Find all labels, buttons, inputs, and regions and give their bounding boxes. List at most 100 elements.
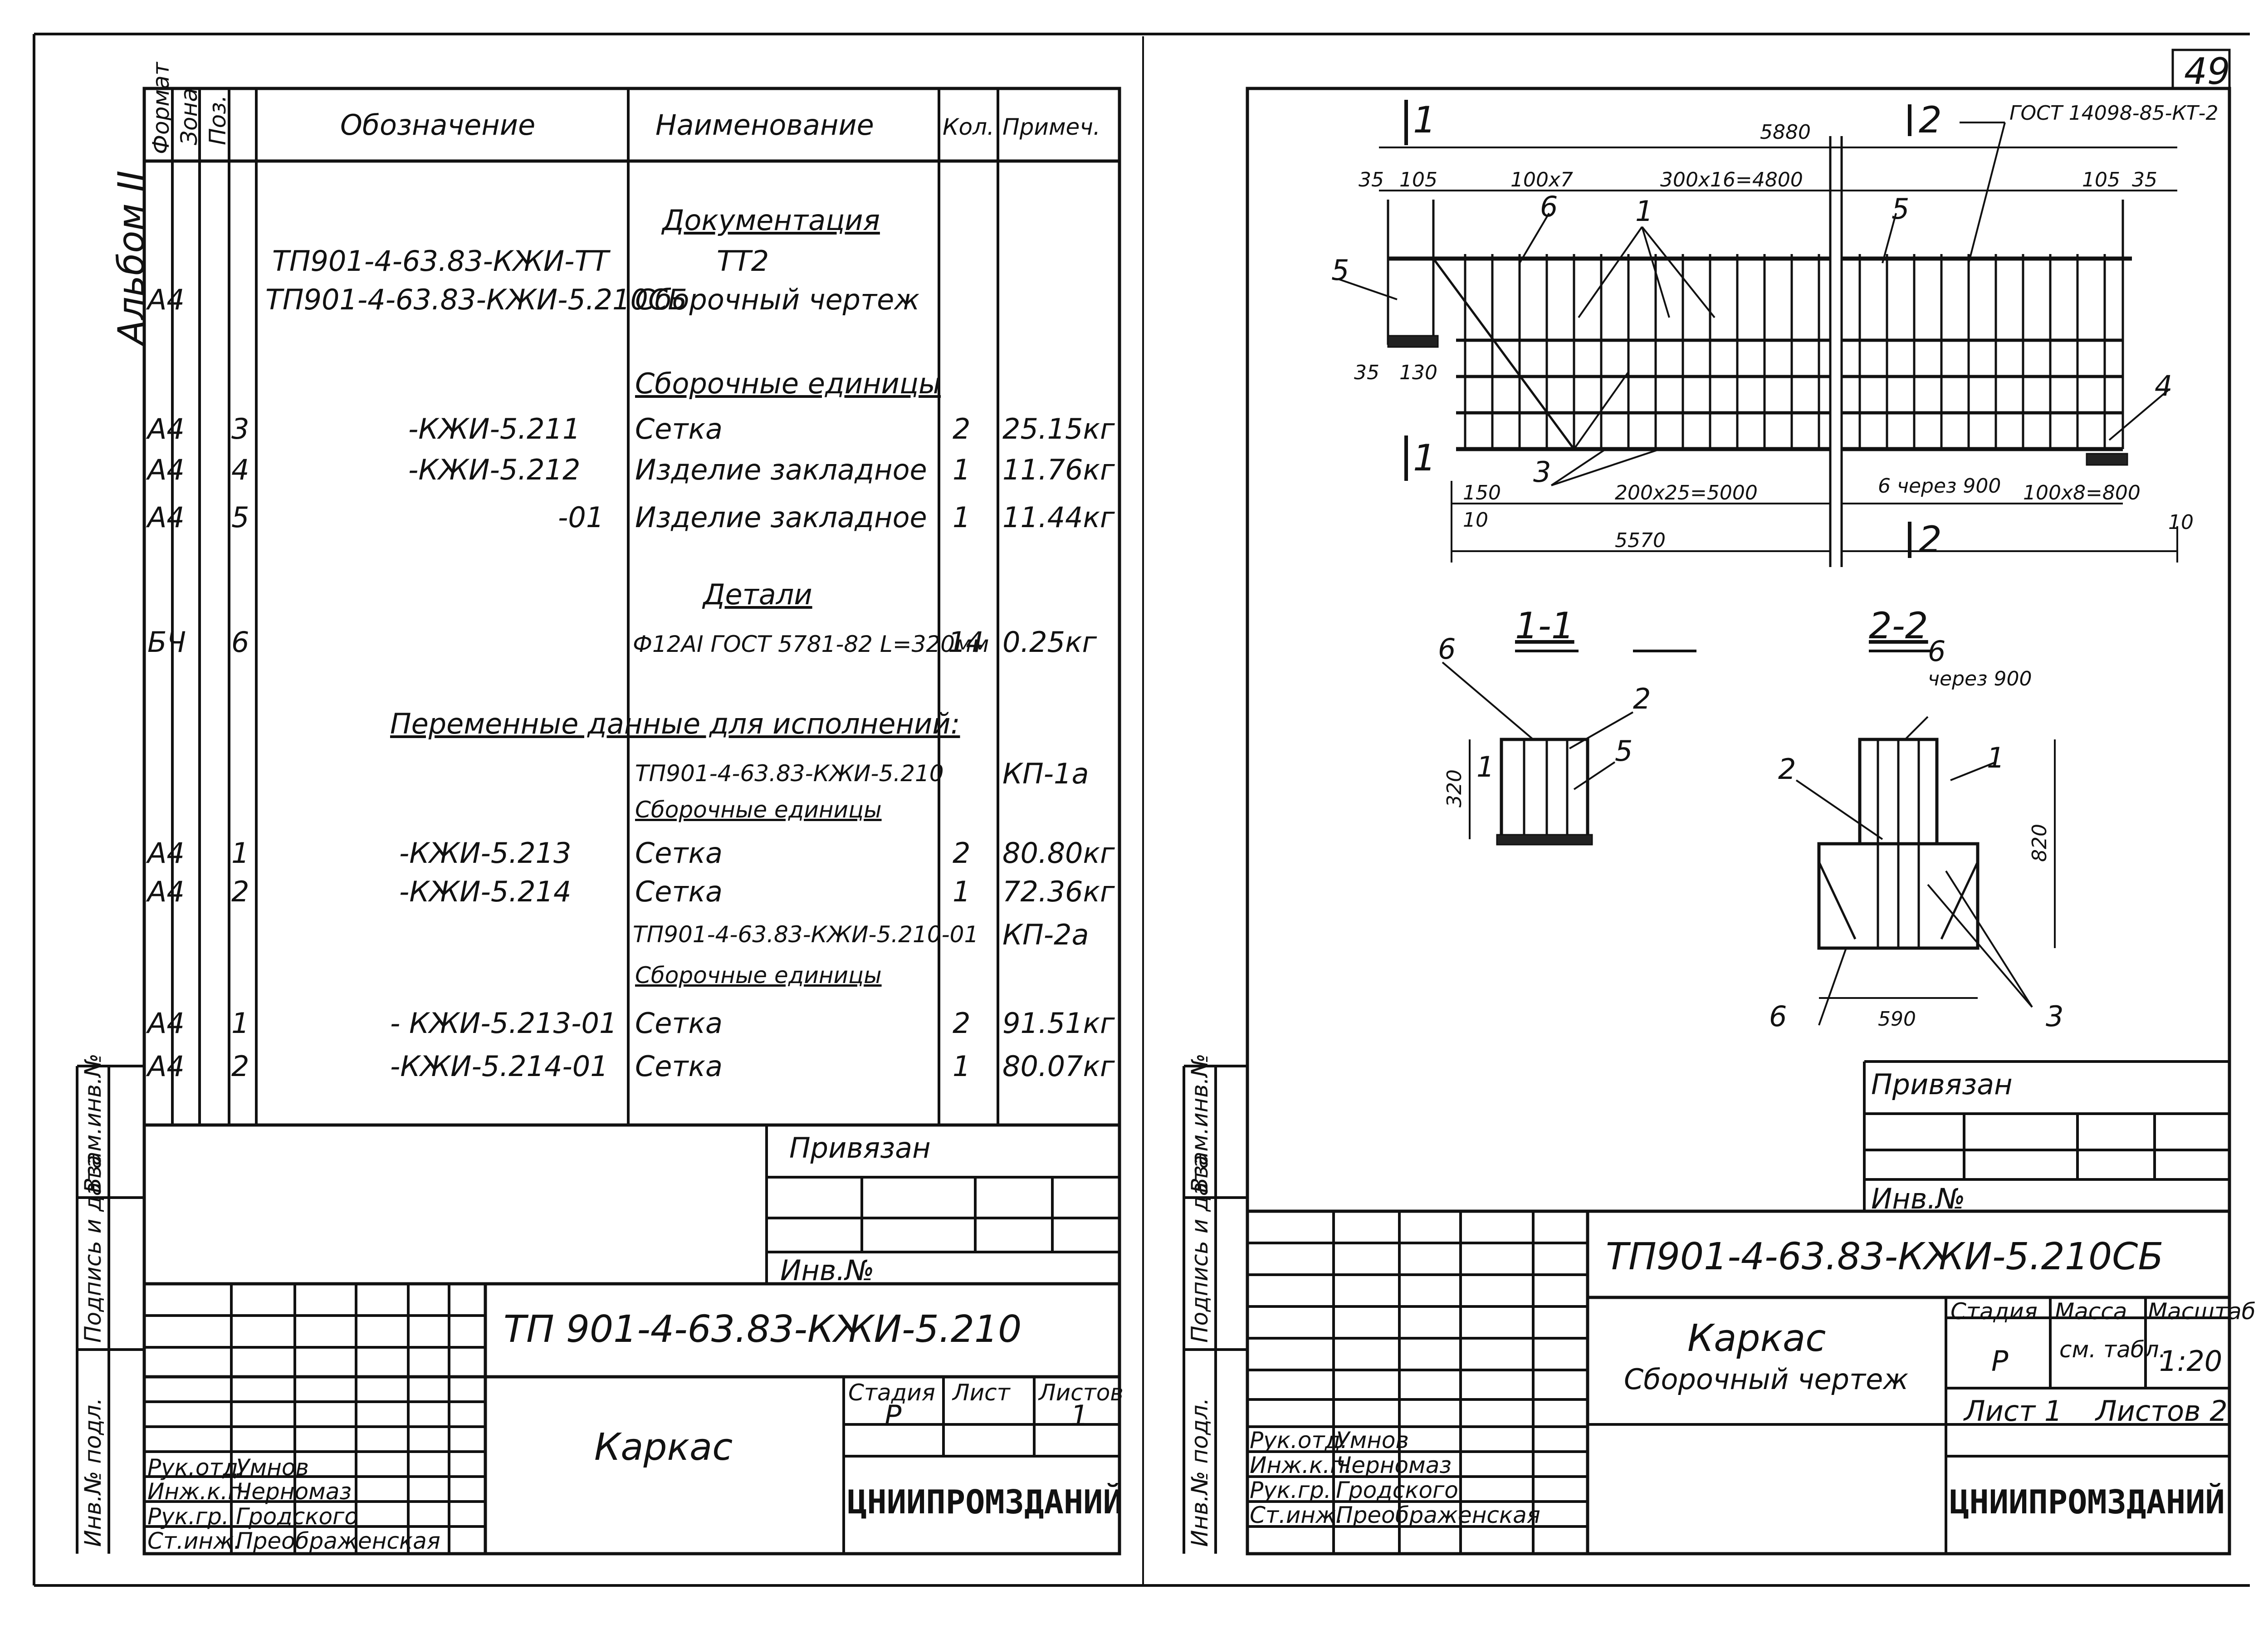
row-pos: 3	[231, 412, 249, 445]
dim-spacing2: 300х16=4800	[1660, 168, 1803, 191]
row-note: 11.44кг	[1002, 501, 1115, 534]
stamp-person: Умнов	[1336, 1427, 1409, 1453]
inv-no-label: Инв.№	[780, 1254, 875, 1287]
dim-overall-bottom: 5570	[1615, 529, 1666, 552]
row-qty: 2	[953, 1007, 971, 1040]
s22-callout-6b: 6	[1769, 1000, 1787, 1033]
dim-105-left: 105	[1399, 168, 1437, 191]
row-note: 80.07кг	[1002, 1050, 1115, 1083]
s22-dim-820: 820	[2028, 824, 2051, 862]
stamp-org: ЦНИИПРОМЗДАНИЙ	[847, 1483, 1123, 1521]
dim-105-right: 105	[2082, 168, 2120, 191]
row-name: Сетка	[635, 837, 723, 870]
row-heading-units: Сборочные единицы	[635, 367, 941, 400]
row-name: Сетка	[635, 412, 723, 445]
section-mark-2-bottom: 2	[1919, 519, 1942, 561]
row-format: А4	[147, 1050, 185, 1083]
col-designation-header: Обозначение	[340, 108, 536, 142]
row-qty: 2	[953, 412, 971, 445]
row-pos: 1	[231, 1007, 249, 1040]
row-name: Изделие закладное	[635, 501, 927, 534]
row-qty: 14	[948, 626, 984, 659]
s22-callout-1: 1	[1987, 741, 2005, 774]
dim-mesh-spacing: 200х25=5000	[1615, 481, 1758, 504]
stamp-person: Преображенская	[1336, 1502, 1540, 1528]
row-name: Сетка	[635, 1007, 723, 1040]
callout-3: 3	[1533, 455, 1551, 489]
album-label: Альбом II	[110, 170, 152, 345]
stamp-scale: 1:20	[2159, 1345, 2223, 1378]
row-designation: -КЖИ-5.211	[408, 412, 581, 445]
row-name: Ф12АI ГОСТ 5781-82 L=320мм	[633, 631, 989, 657]
stamp-sheets-label: Листов	[1039, 1380, 1124, 1406]
row-name: Изделие закладное	[635, 453, 927, 486]
row-heading-units: Сборочные единицы	[635, 797, 882, 823]
callout-4: 4	[2155, 369, 2173, 402]
row-designation: -КЖИ-5.212	[408, 453, 581, 486]
side-label-replace: Взам.инв.№	[80, 1053, 106, 1193]
row-qty: 1	[953, 501, 971, 534]
row-name: Сборочный чертеж	[635, 283, 920, 316]
section-mark-1: 1	[1413, 99, 1436, 141]
s22-callout-2: 2	[1778, 753, 1796, 786]
s11-callout-1: 1	[1476, 750, 1495, 783]
row-heading-details: Детали	[703, 578, 812, 611]
row-name: ТП901-4-63.83-КЖИ-5.210-01	[633, 921, 979, 948]
stamp-sheets: 1	[1070, 1399, 1089, 1432]
row-qty: 1	[953, 875, 971, 908]
stamp-title: Каркас	[1687, 1317, 1826, 1360]
stamp-code: ТП 901-4-63.83-КЖИ-5.210	[503, 1308, 1022, 1351]
stamp-subtitle: Сборочный чертеж	[1624, 1363, 1909, 1396]
row-pos: 1	[231, 837, 249, 870]
privyazan-label: Привязан	[789, 1131, 931, 1164]
stamp-code: ТП901-4-63.83-КЖИ-5.210СБ	[1606, 1235, 2164, 1278]
stamp-role: Ст.инж.	[147, 1528, 241, 1554]
stamp-stage: Р	[1991, 1345, 2009, 1378]
dim-10-left: 10	[1463, 509, 1488, 532]
callout-5-right: 5	[1892, 192, 1910, 225]
s22-dim-590: 590	[1878, 1008, 1916, 1031]
dim-150: 150	[1463, 481, 1501, 504]
col-zone-header: Зона	[176, 88, 202, 145]
section-mark-1-bottom: 1	[1413, 437, 1436, 479]
side-label-inv: Инв.№ подл.	[1187, 1397, 1213, 1547]
row-note: 72.36кг	[1002, 875, 1115, 908]
row-pos: 5	[231, 501, 249, 534]
col-format-header: Формат	[148, 62, 174, 154]
row-note: 91.51кг	[1002, 1007, 1115, 1040]
row-note: 25.15кг	[1002, 412, 1115, 445]
dim-overall-top: 5880	[1760, 121, 1811, 144]
stamp-stage-label: Стадия	[1950, 1298, 2038, 1325]
stamp-role: Инж.к.п.	[147, 1478, 250, 1505]
row-name: ТТ2	[717, 245, 769, 278]
row-note: 11.76кг	[1002, 453, 1115, 486]
privyazan-label: Привязан	[1871, 1068, 2013, 1101]
section-mark-2: 2	[1919, 99, 1942, 141]
callout-6: 6	[1540, 190, 1558, 223]
row-note: КП-1а	[1002, 757, 1089, 790]
row-heading-units: Сборочные единицы	[635, 962, 882, 988]
stamp-role: Рук.гр.	[1250, 1477, 1331, 1503]
stamp-mass: см. табл.	[2059, 1336, 2166, 1363]
row-designation: -КЖИ-5.214	[399, 875, 572, 908]
row-format: А4	[147, 283, 185, 316]
s22-note: через 900	[1928, 667, 2032, 690]
stamp-sheet: Лист 1	[1964, 1394, 2063, 1428]
stamp-person: Умнов	[236, 1454, 309, 1481]
row-format: А4	[147, 501, 185, 534]
row-designation: -КЖИ-5.213	[399, 837, 572, 870]
row-name: Сетка	[635, 1050, 723, 1083]
stamp-person: Гродского	[1336, 1477, 1458, 1503]
s11-callout-6: 6	[1438, 632, 1456, 665]
stamp-person: Гродского	[236, 1503, 358, 1530]
sheet-number: 49	[2184, 50, 2230, 93]
stamp-role: Рук.отд.	[147, 1454, 246, 1481]
dim-gost: ГОСТ 14098-85-КТ-2	[2009, 102, 2219, 125]
dim-bars-note: 6 через 900	[1878, 475, 2001, 498]
row-designation: ТП901-4-63.83-КЖИ-ТТ	[272, 245, 609, 278]
row-pos: 2	[231, 1050, 249, 1083]
stamp-role: Инж.к.п.	[1250, 1452, 1352, 1478]
stamp-person: Черномаз	[236, 1478, 352, 1505]
row-designation: ТП901-4-63.83-КЖИ-5.210СБ	[265, 283, 687, 316]
section-1-1-label: 1-1	[1515, 605, 1574, 647]
